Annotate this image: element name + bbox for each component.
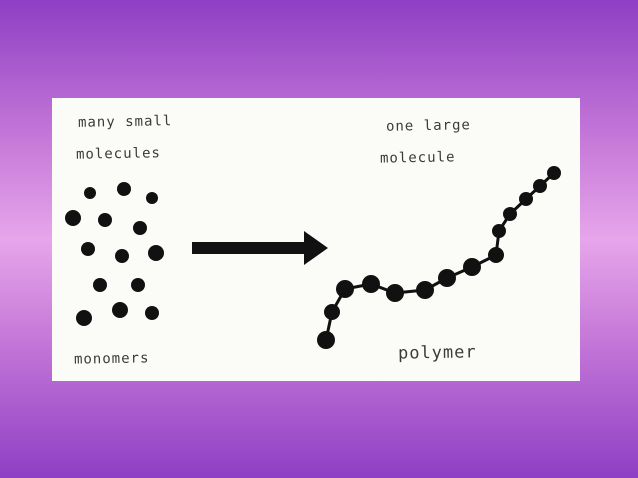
arrow-right-icon	[192, 231, 328, 265]
monomer-dot	[93, 278, 107, 292]
polymer-bead	[362, 275, 380, 293]
monomer-dot	[81, 242, 95, 256]
right-heading-line1: one large	[385, 117, 471, 135]
polymer-bead	[324, 304, 340, 320]
monomer-dots	[65, 182, 164, 326]
monomer-dot	[112, 302, 128, 318]
left-heading-line2: molecules	[75, 145, 161, 163]
polymer-bead	[463, 258, 481, 276]
diagram-drawing	[65, 166, 561, 349]
polymer-bead	[547, 166, 561, 180]
polymer-caption: polymer	[397, 342, 477, 364]
monomer-dot	[98, 213, 112, 227]
monomers-caption: monomers	[73, 350, 150, 368]
polymer-bead	[317, 331, 335, 349]
polymer-bead	[503, 207, 517, 221]
monomer-dot	[148, 245, 164, 261]
polymer-bead	[488, 247, 504, 263]
polymer-bead	[533, 179, 547, 193]
monomer-dot	[84, 187, 96, 199]
polymer-bead	[336, 280, 354, 298]
polymer-bead	[519, 192, 533, 206]
polymer-bead	[416, 281, 434, 299]
monomer-dot	[117, 182, 131, 196]
monomer-dot	[133, 221, 147, 235]
diagram-panel: many small molecules one large molecule …	[52, 98, 580, 381]
polymer-bead	[492, 224, 506, 238]
polymer-bead	[438, 269, 456, 287]
left-heading-line1: many small	[77, 113, 173, 131]
monomer-dot	[115, 249, 129, 263]
polymer-bead	[386, 284, 404, 302]
polymer-beads	[317, 166, 561, 349]
monomer-dot	[146, 192, 158, 204]
monomer-dot	[131, 278, 145, 292]
monomer-dot	[65, 210, 81, 226]
monomer-dot	[76, 310, 92, 326]
monomer-dot	[145, 306, 159, 320]
right-heading-line2: molecule	[379, 149, 456, 167]
